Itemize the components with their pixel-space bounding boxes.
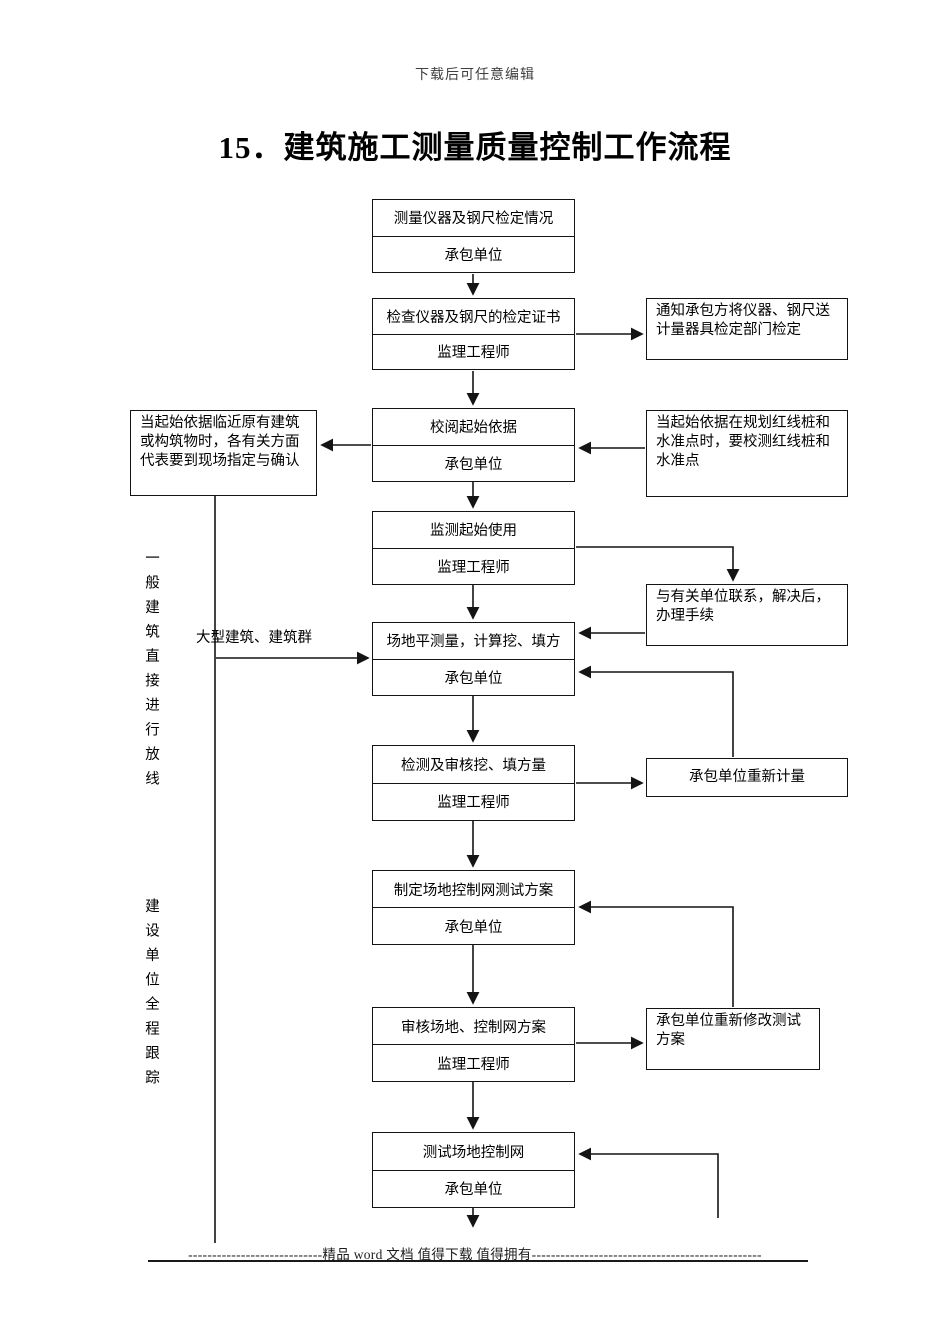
flow-box-site-leveling: 场地平测量，计算挖、填方 承包单位 <box>372 622 575 696</box>
vertical-note-owner-tracking: 建设单位全程跟踪 <box>143 898 159 1094</box>
flow-box-review-datum: 校阅起始依据 承包单位 <box>372 408 575 482</box>
footer-promo-text: ----------------------------精品 word 文档 值… <box>188 1247 762 1262</box>
flow-step-label: 场地平测量，计算挖、填方 <box>386 634 561 651</box>
flow-step-label: 制定场地控制网测试方案 <box>393 882 554 899</box>
flow-box-audit-cut-fill: 检测及审核挖、填方量 监理工程师 <box>372 745 575 821</box>
flow-step-role: 承包单位 <box>373 907 574 944</box>
flow-box-check-certificates: 检查仪器及钢尺的检定证书 监理工程师 <box>372 298 575 370</box>
page-title: 15．建筑施工测量质量控制工作流程 <box>218 130 732 165</box>
flow-step-role: 承包单位 <box>373 444 574 482</box>
flow-box-control-network-plan: 制定场地控制网测试方案 承包单位 <box>372 870 575 945</box>
flow-step-label: 检查仪器及钢尺的检定证书 <box>386 309 561 326</box>
flow-step-label: 监测起始使用 <box>430 523 517 540</box>
footer-divider <box>148 1260 808 1262</box>
flow-step-role: 监理工程师 <box>373 547 574 585</box>
flow-step-role: 监理工程师 <box>373 333 574 370</box>
flow-box-test-control-network: 测试场地控制网 承包单位 <box>372 1132 575 1208</box>
flow-box-review-network-plan: 审核场地、控制网方案 监理工程师 <box>372 1007 575 1082</box>
flow-step-role: 监理工程师 <box>373 782 574 821</box>
flow-step-role: 承包单位 <box>373 235 574 273</box>
flow-step-label: 审核场地、控制网方案 <box>401 1019 546 1036</box>
side-box-notify-verification: 通知承包方将仪器、钢尺送计量器具检定部门检定 <box>646 298 848 360</box>
flow-box-monitor-datum-use: 监测起始使用 监理工程师 <box>372 511 575 585</box>
side-box-onsite-confirmation: 当起始依据临近原有建筑或构筑物时，各有关方面代表要到现场指定与确认 <box>130 410 317 496</box>
flow-step-label: 测量仪器及钢尺检定情况 <box>393 211 554 228</box>
flow-step-label: 检测及审核挖、填方量 <box>401 757 546 774</box>
side-box-contact-units: 与有关单位联系，解决后，办理手续 <box>646 584 848 646</box>
flow-step-label: 校阅起始依据 <box>430 420 517 437</box>
flow-box-instrument-check-status: 测量仪器及钢尺检定情况 承包单位 <box>372 199 575 273</box>
vertical-note-direct-layout: 一般建筑直接进行放线 <box>143 550 159 795</box>
header-note: 下载后可任意编辑 <box>415 68 535 83</box>
flow-step-role: 监理工程师 <box>373 1044 574 1081</box>
flow-step-role: 承包单位 <box>373 658 574 696</box>
branch-label-large-buildings: 大型建筑、建筑群 <box>196 630 312 646</box>
flow-step-label: 测试场地控制网 <box>422 1144 525 1161</box>
side-box-remeasure: 承包单位重新计量 <box>646 758 848 797</box>
flow-step-role: 承包单位 <box>373 1169 574 1208</box>
side-box-redline-check: 当起始依据在规划红线桩和水准点时，要校测红线桩和水准点 <box>646 410 848 497</box>
side-box-revise-test-plan: 承包单位重新修改测试方案 <box>646 1008 820 1070</box>
